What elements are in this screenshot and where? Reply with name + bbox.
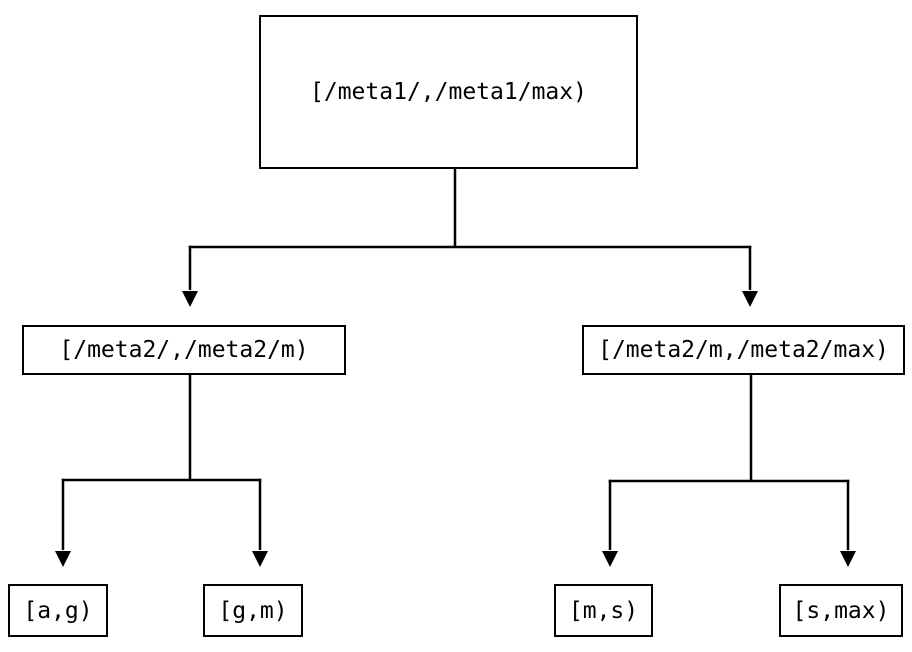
tree-node-left-child: [/meta2/,/meta2/m) xyxy=(22,325,346,375)
arrowhead-icon xyxy=(742,291,758,307)
tree-node-left-child-label: [/meta2/,/meta2/m) xyxy=(59,337,309,363)
tree-leaf-m-s-label: [m,s) xyxy=(568,597,639,624)
tree-leaf-s-max: [s,max) xyxy=(779,584,903,637)
tree-node-root-label: [/meta1/,/meta1/max) xyxy=(310,79,587,105)
tree-node-root: [/meta1/,/meta1/max) xyxy=(259,15,638,169)
tree-leaf-g-m: [g,m) xyxy=(203,584,303,637)
arrowhead-icon xyxy=(55,551,71,567)
arrowhead-icon xyxy=(602,551,618,567)
tree-leaf-s-max-label: [s,max) xyxy=(792,597,890,624)
tree-leaf-a-g: [a,g) xyxy=(8,584,108,637)
arrowhead-icon xyxy=(182,291,198,307)
tree-leaf-m-s: [m,s) xyxy=(554,584,653,637)
arrowhead-icon xyxy=(252,551,268,567)
tree-leaf-g-m-label: [g,m) xyxy=(218,597,288,624)
tree-node-right-child: [/meta2/m,/meta2/max) xyxy=(582,325,905,375)
tree-node-right-child-label: [/meta2/m,/meta2/max) xyxy=(598,337,889,363)
arrowhead-icon xyxy=(840,551,856,567)
tree-leaf-a-g-label: [a,g) xyxy=(23,597,93,624)
